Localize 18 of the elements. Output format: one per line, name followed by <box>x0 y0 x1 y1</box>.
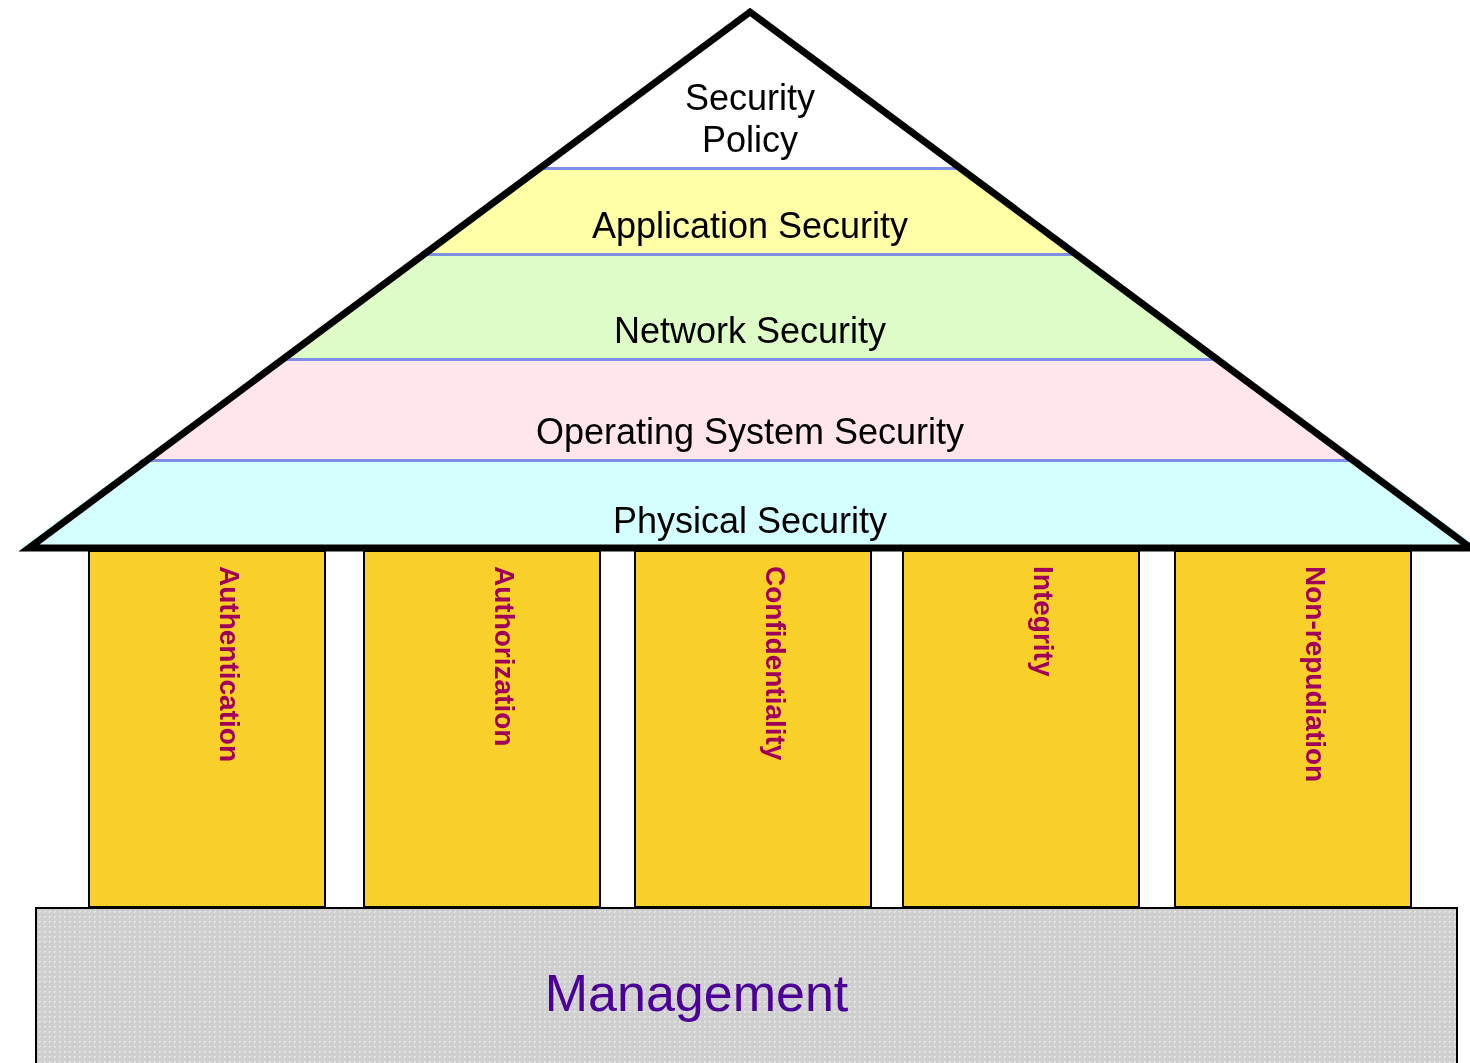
band-label: Security Policy <box>683 77 816 161</box>
pillar-label: Authorization <box>488 566 520 747</box>
pillar-label: Integrity <box>1027 566 1059 677</box>
pillar <box>902 550 1140 908</box>
foundation-label: Management <box>544 963 849 1024</box>
pillar-label: Non-repudiation <box>1299 566 1331 783</box>
band-label: Application Security <box>591 205 909 247</box>
pillar-label: Confidentiality <box>759 566 791 761</box>
pillar-label: Authentication <box>213 566 245 762</box>
pillar <box>634 550 872 908</box>
pillar <box>1174 550 1412 908</box>
band-label: Operating System Security <box>535 411 965 453</box>
roof-band <box>21 462 1470 548</box>
pillar <box>363 550 601 908</box>
band-label: Network Security <box>613 310 887 352</box>
foundation-block <box>35 907 1458 1063</box>
pillar <box>88 550 326 908</box>
band-label: Physical Security <box>612 500 888 542</box>
